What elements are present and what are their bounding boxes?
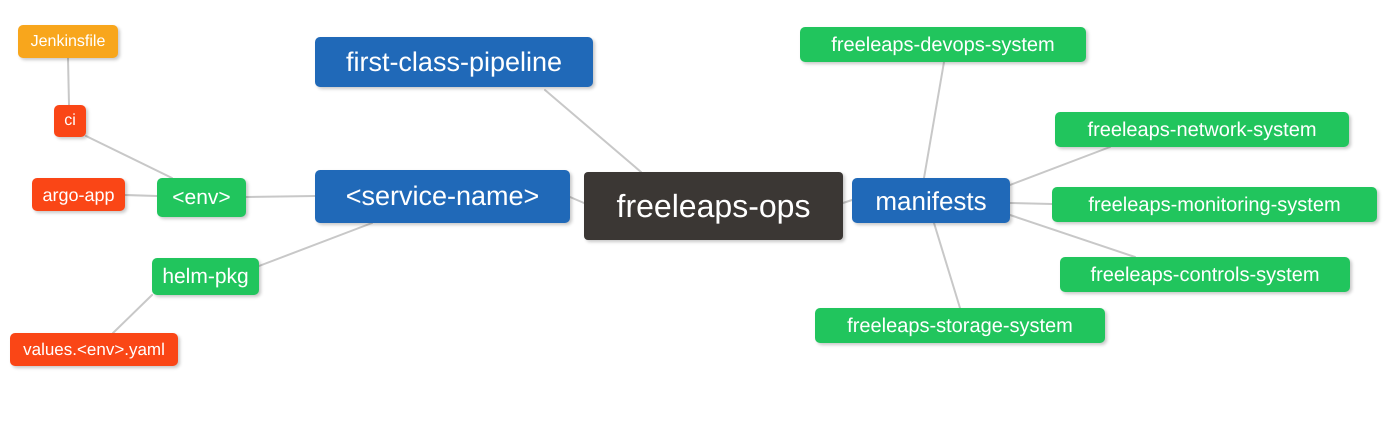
- node-label: helm-pkg: [162, 265, 249, 288]
- node-label: argo-app: [42, 184, 115, 205]
- mindmap-node-env[interactable]: <env>: [157, 178, 246, 217]
- mindmap-node-pipeline[interactable]: first-class-pipeline: [315, 37, 593, 87]
- node-label: freeleaps-storage-system: [847, 314, 1073, 337]
- edge-jenkins-to-ci: [67, 57, 70, 106]
- edge-manifests-to-devops: [923, 61, 945, 179]
- edge-pipeline-to-root: [544, 89, 642, 173]
- edge-ci-to-env: [85, 135, 173, 179]
- node-label: manifests: [875, 185, 987, 216]
- mindmap-node-jenkins[interactable]: Jenkinsfile: [18, 25, 118, 58]
- node-label: values.<env>.yaml: [23, 340, 165, 359]
- node-label: freeleaps-monitoring-system: [1088, 193, 1341, 216]
- edge-manifests-to-storage: [933, 222, 961, 309]
- edge-helm-to-values: [112, 294, 153, 334]
- node-label: first-class-pipeline: [345, 46, 563, 77]
- edge-manifests-to-monitoring: [1009, 202, 1053, 205]
- mindmap-node-argo[interactable]: argo-app: [32, 178, 125, 211]
- mindmap-node-storage[interactable]: freeleaps-storage-system: [815, 308, 1105, 343]
- node-label: Jenkinsfile: [30, 32, 106, 50]
- mindmap-node-values[interactable]: values.<env>.yaml: [10, 333, 178, 366]
- node-label: <env>: [172, 186, 231, 209]
- edge-argo-to-env: [124, 194, 158, 197]
- mindmap-node-devops[interactable]: freeleaps-devops-system: [800, 27, 1086, 62]
- mindmap-node-root[interactable]: freeleaps-ops: [584, 172, 843, 240]
- edge-service-to-root: [569, 196, 585, 204]
- mindmap-node-ci[interactable]: ci: [54, 105, 86, 137]
- node-label: freeleaps-ops: [616, 188, 811, 224]
- node-label: freeleaps-controls-system: [1090, 263, 1320, 286]
- node-label: freeleaps-network-system: [1087, 118, 1317, 141]
- mindmap-node-helm[interactable]: helm-pkg: [152, 258, 259, 295]
- node-label: ci: [64, 112, 76, 129]
- edge-manifests-to-network: [1009, 146, 1111, 186]
- mindmap-node-network[interactable]: freeleaps-network-system: [1055, 112, 1349, 147]
- mindmap-node-monitoring[interactable]: freeleaps-monitoring-system: [1052, 187, 1377, 222]
- edge-root-to-manifests: [842, 199, 853, 204]
- edge-service-to-helm: [258, 222, 373, 267]
- node-label: freeleaps-devops-system: [831, 33, 1055, 56]
- node-label: <service-name>: [345, 181, 540, 211]
- edge-env-to-service: [245, 195, 316, 198]
- mindmap-node-service[interactable]: <service-name>: [315, 170, 570, 223]
- mindmap-node-manifests[interactable]: manifests: [852, 178, 1010, 223]
- mindmap-node-controls[interactable]: freeleaps-controls-system: [1060, 257, 1350, 292]
